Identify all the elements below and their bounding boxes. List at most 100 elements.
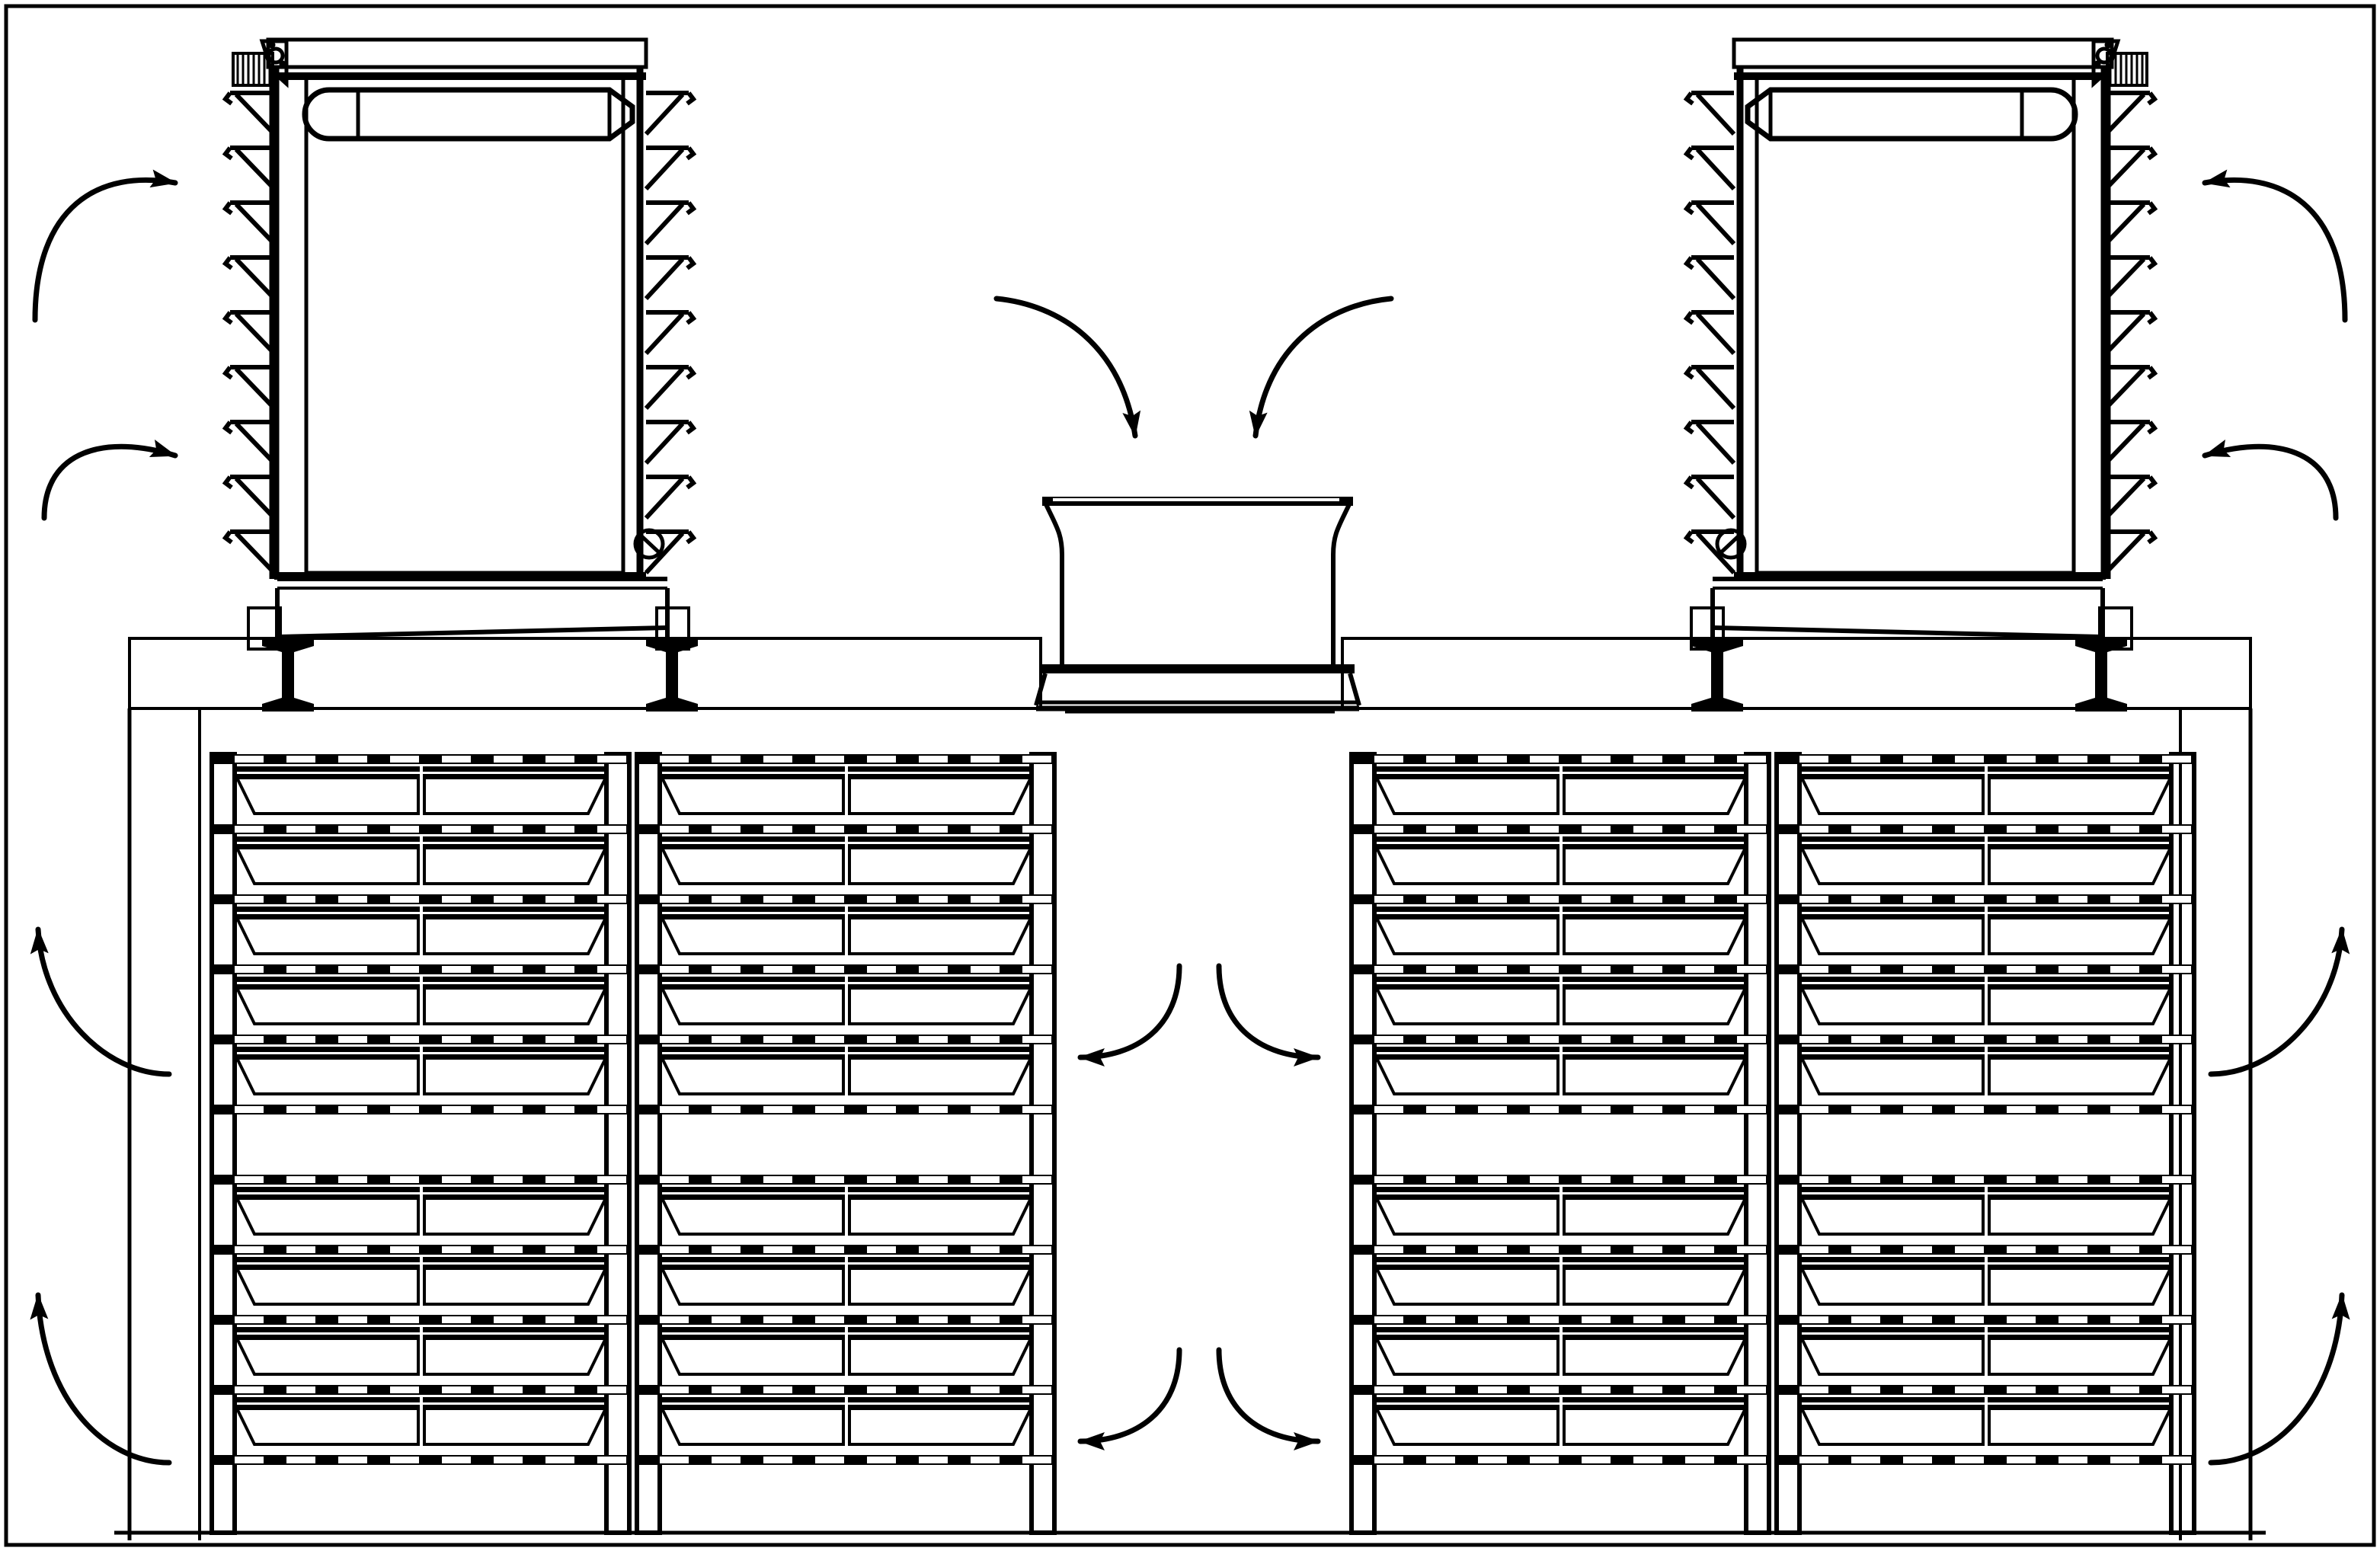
- fin: [222, 529, 277, 575]
- rack-level: [1352, 1175, 1769, 1236]
- arrow-upper-left-2: [41, 440, 178, 521]
- fin: [1683, 146, 1736, 191]
- air-handling-unit-left: [222, 37, 697, 651]
- rack-upright-left: [1774, 752, 1802, 1535]
- fin: [644, 255, 697, 301]
- rack-level: [637, 1245, 1054, 1306]
- rack-level: [637, 754, 1054, 815]
- fin: [2103, 255, 2158, 301]
- arrow-side-right-lower: [2208, 1292, 2350, 1466]
- rack-level: [1777, 754, 2194, 815]
- rack-upright-left: [1349, 752, 1377, 1535]
- rack-level: [1777, 964, 2194, 1025]
- right-unit-base: [1690, 577, 2133, 651]
- fin: [644, 529, 697, 575]
- right-unit-hood: [1732, 37, 2114, 69]
- pallet-racking: [210, 752, 2196, 1535]
- right-unit-cabinet: [1734, 67, 2111, 580]
- left-unit-fins-right: [644, 91, 697, 575]
- fin: [2103, 420, 2158, 465]
- rack-level-empty: [637, 1105, 1054, 1114]
- rack-level: [1352, 754, 1769, 815]
- rack-level: [1352, 1455, 1769, 1465]
- rack-level: [637, 1035, 1054, 1095]
- rack-level-empty: [1777, 1105, 2194, 1114]
- fin: [1683, 310, 1736, 356]
- rack-level: [1352, 1035, 1769, 1095]
- central-air-duct: [1034, 497, 1361, 714]
- rack-level: [1352, 1385, 1769, 1446]
- fin: [222, 310, 277, 356]
- rack-level: [212, 1315, 629, 1376]
- left-unit-fins: [222, 91, 277, 575]
- rack-upright-right: [1029, 752, 1057, 1535]
- rack-level: [637, 1455, 1054, 1465]
- rack-level: [1777, 1035, 2194, 1095]
- left-unit-base: [247, 577, 690, 651]
- fin: [2103, 310, 2158, 356]
- rack-level: [212, 1385, 629, 1446]
- fin: [222, 146, 277, 191]
- rack-level: [1352, 1245, 1769, 1306]
- arrow-side-left-lower: [30, 1292, 172, 1466]
- arrow-upper-right-2: [2202, 440, 2339, 521]
- fin: [1683, 365, 1736, 411]
- rack-level: [637, 1175, 1054, 1236]
- rack-level: [1777, 1385, 2194, 1446]
- fin: [644, 420, 697, 465]
- rack-level: [637, 964, 1054, 1025]
- structural-columns: [262, 638, 2127, 712]
- arrow-duct-right: [1249, 296, 1394, 439]
- column-right-outer: [2075, 638, 2127, 712]
- left-unit-drive-block: [259, 39, 289, 88]
- rack-upright-right: [2169, 752, 2196, 1535]
- fin: [1683, 475, 1736, 520]
- fin: [2103, 91, 2158, 136]
- fin: [2103, 529, 2158, 575]
- right-unit-fins-right: [1683, 91, 1736, 575]
- rack-bay-2: [635, 752, 1057, 1535]
- rack-level: [1352, 964, 1769, 1025]
- rack-level: [1777, 1175, 2194, 1236]
- fin: [1683, 420, 1736, 465]
- rack-upright-right: [604, 752, 632, 1535]
- fin: [222, 420, 277, 465]
- rack-level: [212, 964, 629, 1025]
- rack-level: [212, 1175, 629, 1236]
- arrow-upper-left-1: [32, 169, 178, 323]
- arrow-side-right-upper: [2208, 926, 2350, 1077]
- rack-level: [212, 894, 629, 955]
- rack-level: [1777, 1315, 2194, 1376]
- rack-level: [1352, 894, 1769, 955]
- fin: [644, 91, 697, 136]
- fin: [222, 200, 277, 246]
- arrow-duct-left: [993, 296, 1141, 439]
- air-handling-unit-right: [1683, 37, 2158, 651]
- rack-level-empty: [212, 1105, 629, 1114]
- fin: [222, 91, 277, 136]
- airflow-arrows: [30, 169, 2350, 1466]
- fin: [644, 310, 697, 356]
- rack-level: [1777, 824, 2194, 885]
- fin: [1683, 91, 1736, 136]
- rack-bay-3: [1349, 752, 1771, 1535]
- fin: [644, 365, 697, 411]
- fin: [2103, 200, 2158, 246]
- rack-bay-4: [1774, 752, 2196, 1535]
- right-unit-fins: [2103, 91, 2158, 575]
- left-unit-hood: [266, 37, 648, 69]
- rack-level: [637, 824, 1054, 885]
- fin: [2103, 365, 2158, 411]
- fin: [1683, 200, 1736, 246]
- fin: [2103, 146, 2158, 191]
- fin: [1683, 255, 1736, 301]
- rack-level: [637, 1385, 1054, 1446]
- sheet-border: [4, 4, 2376, 1547]
- rack-level: [1352, 1315, 1769, 1376]
- fin: [644, 200, 697, 246]
- rack-level: [212, 824, 629, 885]
- arrow-upper-right-1: [2202, 169, 2348, 323]
- rack-level: [212, 1245, 629, 1306]
